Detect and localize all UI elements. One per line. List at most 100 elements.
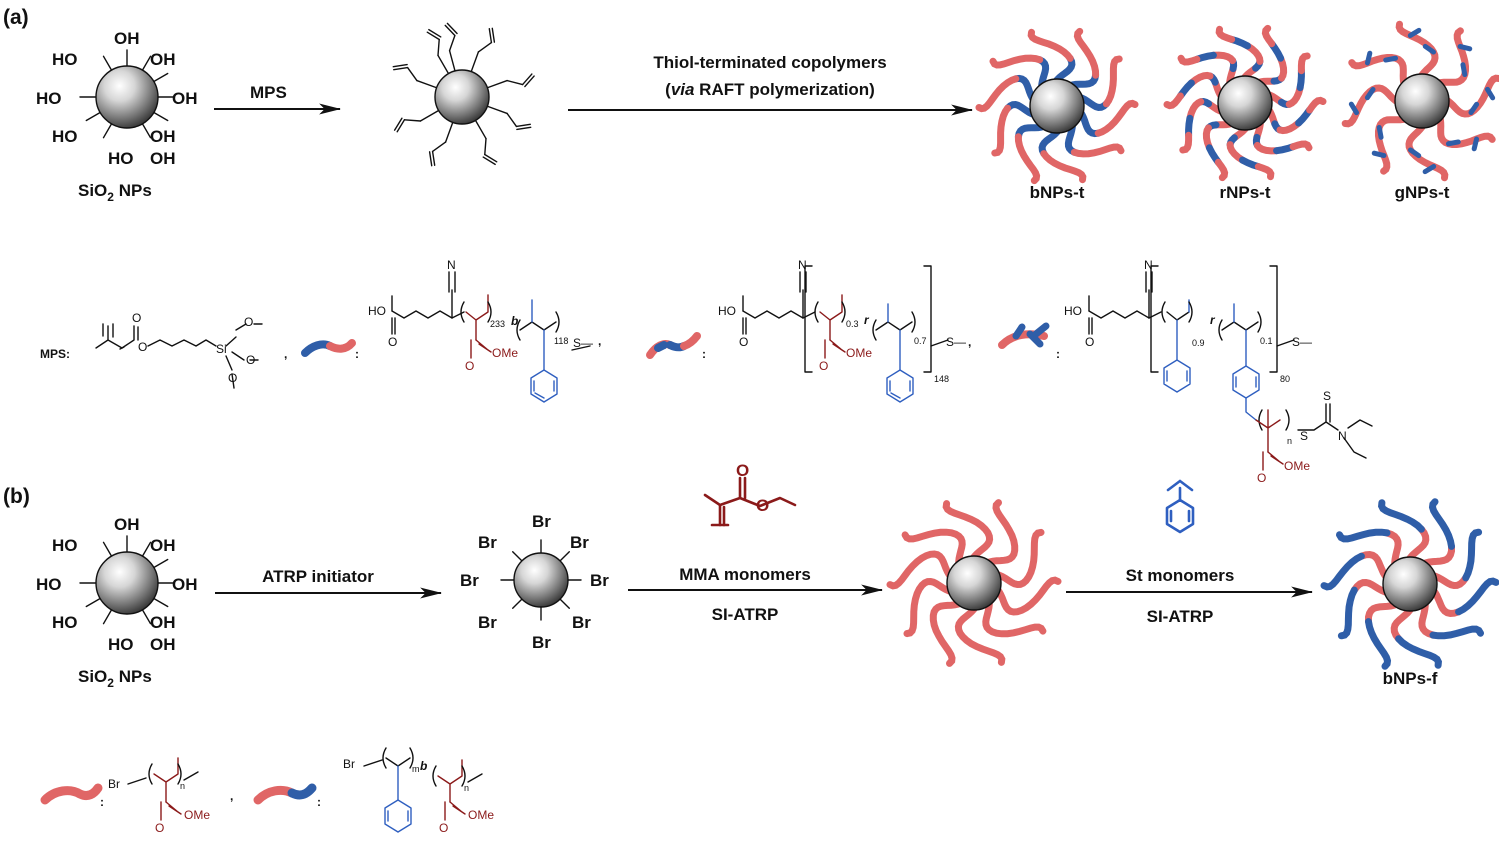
graft-side-chain	[1348, 101, 1360, 116]
polymer-chain	[1102, 55, 1123, 108]
polymer-chain	[1163, 92, 1184, 110]
polymer-chain	[1350, 578, 1389, 596]
polymer-chain	[1187, 71, 1214, 87]
graft-side-chain	[1376, 124, 1384, 140]
subscript-random-3: 148	[934, 374, 949, 384]
polymer-chain	[1027, 28, 1074, 62]
bromine-atom: Br	[570, 533, 589, 552]
styrene-monomer-structure	[1165, 479, 1195, 534]
polymer-chain	[1068, 71, 1100, 89]
arrow-st-label-top: St monomers	[1126, 566, 1235, 585]
polymer-chain	[1179, 131, 1193, 154]
atom-o: O	[439, 821, 448, 835]
graft-side-chain	[1422, 43, 1437, 55]
hydroxyl-group: HO	[108, 149, 134, 168]
subscript-block-2: 118	[554, 336, 568, 346]
hydroxyl-group: OH	[150, 50, 176, 69]
polymer-chain	[1215, 25, 1236, 43]
hydroxyl-group: OH	[150, 127, 176, 146]
polymer-chain	[1040, 150, 1087, 184]
mma-monomer-structure	[703, 476, 797, 527]
atom-o: O	[388, 335, 397, 349]
bromine-atom: Br	[572, 613, 591, 632]
polymer-chain	[1226, 141, 1246, 164]
polymer-chain	[989, 54, 1044, 69]
bromine-atom: Br	[478, 533, 497, 552]
hydroxyl-group: HO	[52, 50, 78, 69]
polymer-chain	[1383, 529, 1402, 567]
pmma-chain-icon	[40, 783, 103, 805]
polymer-chain	[1462, 528, 1483, 582]
polymer-chain	[1073, 27, 1100, 79]
polymer-chain	[1336, 528, 1391, 543]
polymer-chain	[1254, 163, 1275, 181]
subscript-graft-2: 0.1	[1260, 336, 1273, 346]
subscript-graft-1: 0.9	[1192, 338, 1205, 348]
arrow-thiol-label-2: (via RAFT polymerization)	[665, 80, 875, 99]
polymer-chain	[982, 600, 1047, 638]
graft-side-chain	[1364, 50, 1373, 66]
block-copolymer-icon	[301, 339, 356, 357]
thiol-end: S—	[946, 335, 966, 349]
bromine-atom: Br	[532, 512, 551, 531]
polymer-chain	[1390, 606, 1414, 643]
polymer-chain	[1357, 550, 1389, 580]
polymer-chain	[942, 500, 994, 561]
atom-s: S	[1300, 429, 1308, 443]
group-ome: OMe	[468, 808, 494, 822]
polymer-chain	[901, 528, 966, 566]
separator-colon: :	[100, 795, 104, 809]
ps-b-pmma-structure	[363, 747, 483, 833]
atom-o: O	[739, 335, 748, 349]
polymer-chain	[1214, 158, 1229, 182]
polymer-chain	[1337, 586, 1358, 640]
separator-comma: ,	[598, 334, 601, 348]
random-copolymer-icon	[646, 332, 701, 359]
hydroxyl-group: HO	[36, 89, 62, 108]
polymer-chain	[1395, 635, 1442, 669]
graft-side-chain	[1460, 62, 1468, 78]
atom-o: O	[244, 315, 253, 329]
polymer-chain	[1078, 94, 1110, 112]
polymer-chain	[929, 600, 963, 667]
group-ome: OMe	[492, 346, 518, 360]
atom-o: O	[228, 371, 237, 385]
subscript-random-1: 0.3	[846, 319, 859, 329]
graft-side-chain	[1468, 101, 1480, 116]
block-marker: b	[511, 314, 518, 328]
graft-side-chain	[1407, 27, 1422, 39]
atom-ho: HO	[718, 304, 736, 318]
polymer-chain	[1244, 42, 1264, 65]
silica-sphere	[946, 555, 1002, 611]
product-label: bNPs-f	[1383, 669, 1438, 688]
product-label: gNPs-t	[1395, 183, 1450, 202]
atom-br: Br	[108, 777, 120, 791]
pmma-structure	[127, 757, 199, 821]
polymer-chain	[1014, 123, 1046, 141]
atom-si: Si	[216, 342, 227, 356]
polymer-chain	[1202, 124, 1213, 152]
hydroxyl-group: HO	[52, 127, 78, 146]
polymer-chain	[1406, 525, 1430, 562]
atom-s: S	[1323, 389, 1331, 403]
polymer-chain	[1436, 115, 1496, 148]
atom-o: O	[819, 359, 828, 373]
product-label: rNPs-t	[1219, 183, 1270, 202]
polymer-chain	[1078, 110, 1102, 138]
separator-comma: ,	[284, 347, 287, 361]
structures-a: MPS: O O Si O O O , :	[40, 258, 1373, 485]
atom-br: Br	[343, 757, 355, 771]
block-copolymer-structure	[391, 271, 591, 403]
polymer-chain	[1053, 54, 1076, 84]
atom-o: O	[756, 496, 769, 515]
hydroxyl-group: OH	[150, 635, 176, 654]
hydroxyl-group: OH	[150, 536, 176, 555]
polymer-chain	[985, 499, 1019, 566]
silica-sphere	[513, 552, 569, 608]
hydroxyl-group: HO	[52, 536, 78, 555]
hydroxyl-group: HO	[108, 635, 134, 654]
graft-side-chain	[1383, 55, 1399, 63]
subscript-n: n	[180, 781, 185, 791]
